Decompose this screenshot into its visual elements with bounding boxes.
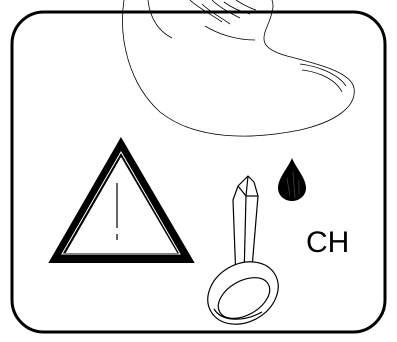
warning-triangle-icon [57, 147, 186, 258]
rounded-frame-icon [12, 12, 385, 332]
lancet-pin-icon [196, 176, 289, 337]
blood-drop-icon [278, 158, 306, 201]
code-label: CH [306, 226, 349, 259]
fingertip-icon [123, 0, 355, 136]
